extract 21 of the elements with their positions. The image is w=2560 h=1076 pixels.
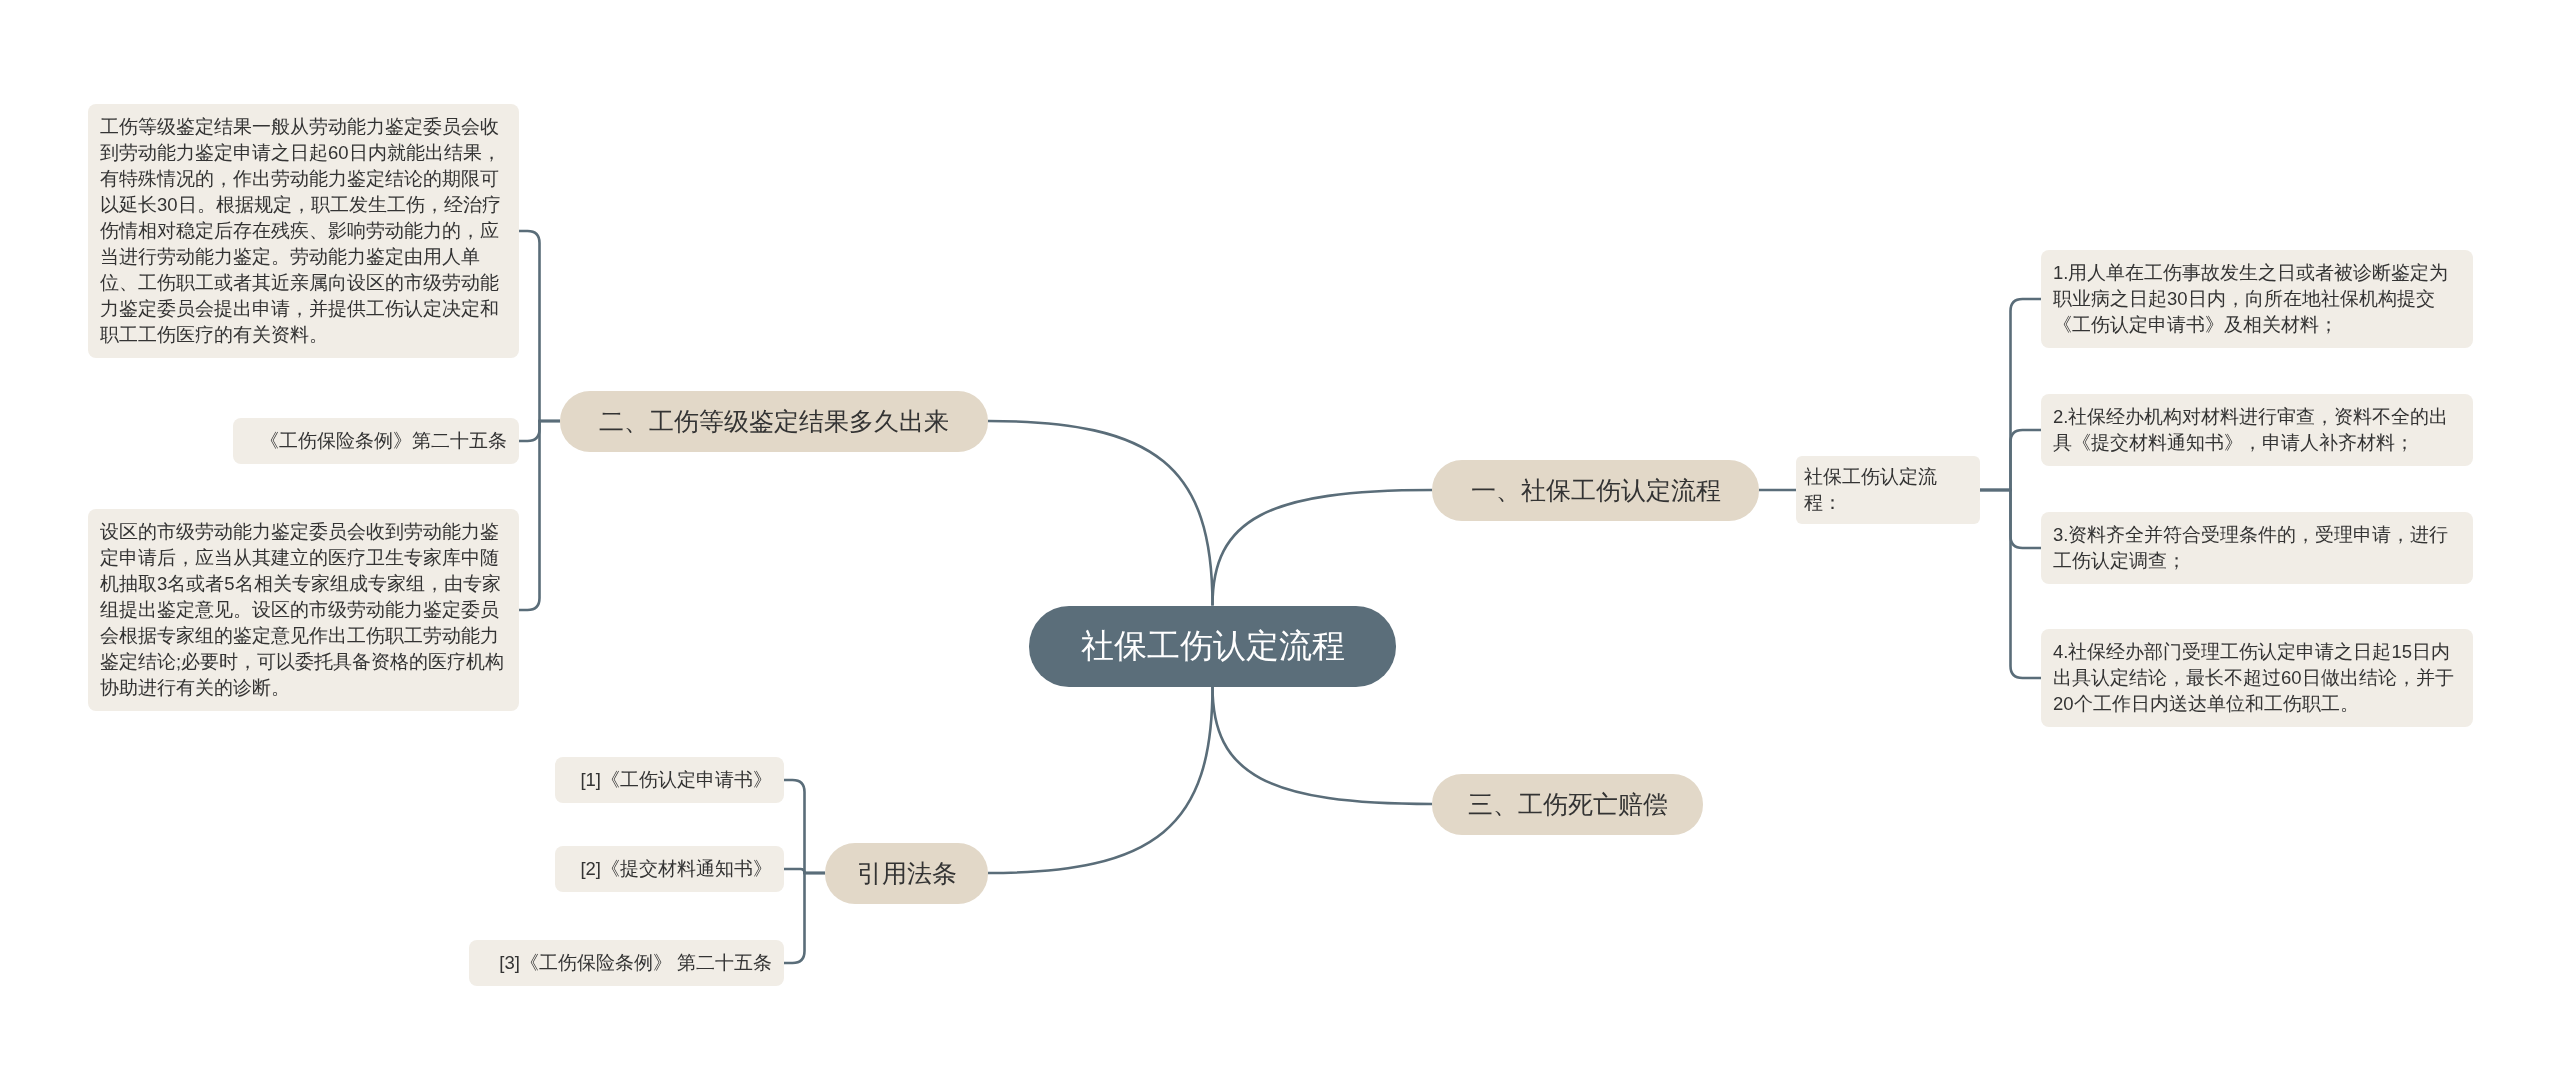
connector-line xyxy=(519,419,560,612)
note-card: 《工伤保险条例》第二十五条 xyxy=(233,418,519,464)
branch-topic: 二、工伤等级鉴定结果多久出来 xyxy=(560,390,988,452)
note-card: 1.用人单在工伤事故发生之日或者被诊断鉴定为职业病之日起30日内，向所在地社保机构提交《工伤认定申请书》及相关材料； xyxy=(2041,250,2473,348)
note-card: 3.资料齐全并符合受理条件的，受理申请，进行工伤认定调查； xyxy=(2041,512,2473,584)
note-card: 2.社保经办机构对材料进行审查，资料不全的出具《提交材料通知书》，申请人补齐材料； xyxy=(2041,394,2473,466)
note-card: [1]《工伤认定申请书》 xyxy=(555,757,784,803)
central-topic: 社保工伤认定流程 xyxy=(1029,605,1396,687)
connector-line xyxy=(1759,488,1796,492)
note-card: [3]《工伤保险条例》 第二十五条 xyxy=(469,940,784,986)
connector-line xyxy=(784,871,825,965)
connector-line xyxy=(987,686,1214,875)
note-card: [2]《提交材料通知书》 xyxy=(555,846,784,892)
branch-topic: 一、社保工伤认定流程 xyxy=(1432,459,1759,521)
note-card: 4.社保经办部门受理工伤认定申请之日起15日内出具认定结论，最长不超过60日做出结论，并于20个工作日内送达单位和工伤职工。 xyxy=(2041,629,2473,727)
note-card: 设区的市级劳动能力鉴定委员会收到劳动能力鉴定申请后，应当从其建立的医疗卫生专家库中随机抽取3名或者5名相关专家组成专家组，由专家组提出鉴定意见。设区的市级劳动能力鉴定委员会根据专家组的鉴定意见作出工伤职工劳动能力鉴定结论;必要时，可以委托具备资格的医疗机构协助进行有关的诊断。 xyxy=(88,509,519,711)
note-card: 工伤等级鉴定结果一般从劳动能力鉴定委员会收到劳动能力鉴定申请之日起60日内就能出结果，有特殊情况的，作出劳动能力鉴定结论的期限可以延长30日。根据规定，职工发生工伤，经治疗伤情相对稳定后存在残疾、影响劳动能力的，应当进行劳动能力鉴定。劳动能力鉴定由用人单位、工伤职工或者其近亲属向设区的市级劳动能力鉴定委员会提出申请，并提供工伤认定决定和职工工伤医疗的有关资料。 xyxy=(88,104,519,358)
subtopic-box: 社保工伤认定流程： xyxy=(1796,456,1980,524)
branch-topic: 引用法条 xyxy=(825,842,988,904)
branch-topic: 三、工伤死亡赔偿 xyxy=(1432,773,1703,835)
connector-line xyxy=(987,419,1214,606)
